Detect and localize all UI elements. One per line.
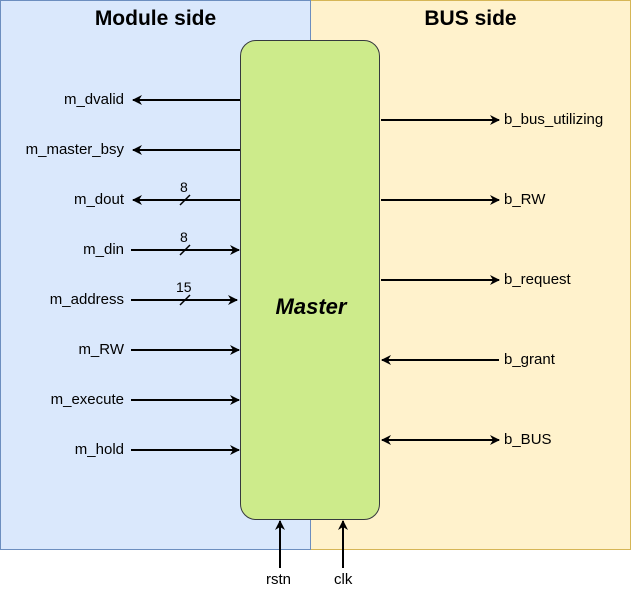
signal-label-b-request: b_request (504, 271, 571, 288)
signal-label-m-master-bsy: m_master_bsy (25, 141, 124, 158)
signal-label-b-bus-utilizing: b_bus_utilizing (504, 111, 604, 128)
signal-label-b-grant: b_grant (504, 351, 555, 368)
signal-label-m-dvalid: m_dvalid (63, 91, 124, 108)
signal-label-m-address: m_address (49, 291, 124, 308)
signal-label-m-hold: m_hold (74, 441, 124, 458)
signal-label-m-dout: m_dout (73, 191, 124, 208)
bus-slash-m-din (179, 244, 191, 256)
module-side-title: Module side (94, 7, 217, 30)
signal-label-m-din: m_din (83, 241, 124, 258)
master-block: Master (240, 40, 380, 520)
signal-label-b-rw: b_RW (504, 191, 546, 208)
signal-label-m-rw: m_RW (78, 341, 124, 358)
signal-label-b-bus: b_BUS (504, 431, 552, 448)
bus-slash-m-dout (179, 194, 191, 206)
signal-label-rstn: rstn (266, 571, 292, 588)
bus-side-title: BUS side (424, 7, 517, 30)
signal-label-m-execute: m_execute (50, 391, 124, 408)
bus-width-m-address: 15 (176, 279, 192, 295)
bus-width-m-dout: 8 (180, 179, 188, 195)
bus-slash-m-address (179, 294, 191, 306)
signal-label-clk: clk (334, 571, 353, 588)
master-label: Master (275, 294, 347, 319)
bus-width-m-din: 8 (180, 229, 188, 245)
